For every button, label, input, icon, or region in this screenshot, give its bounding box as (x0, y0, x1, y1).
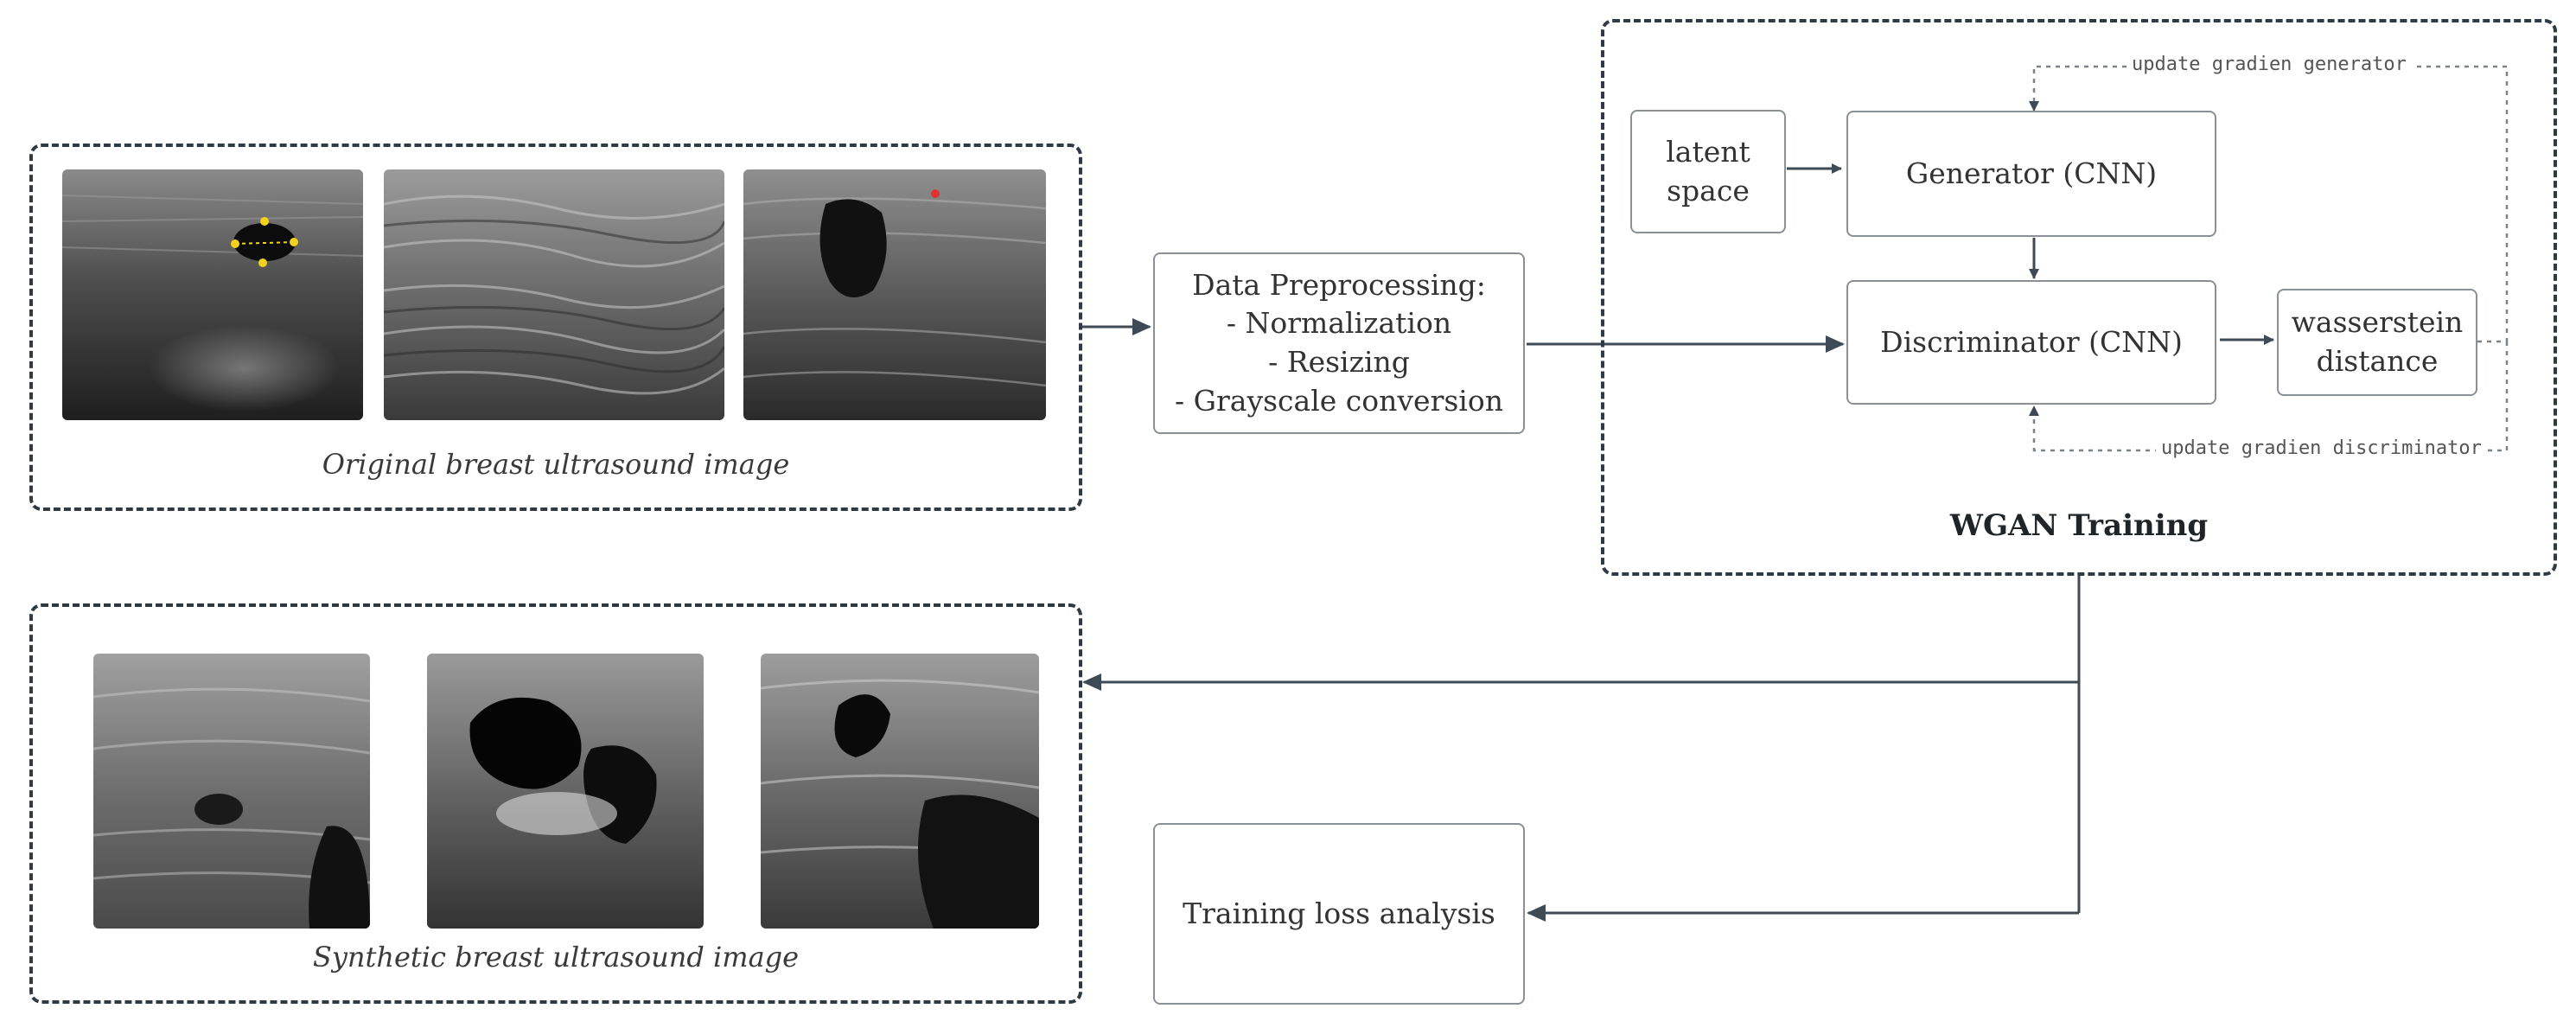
original-images-group (29, 144, 1082, 511)
arrow-feedback-generator (2029, 65, 2509, 343)
wgan-training-title: WGAN Training (1949, 508, 2209, 543)
generator-box: Generator (CNN) (1846, 111, 2216, 237)
ultrasound-synthetic-1 (93, 654, 370, 929)
wasserstein-distance-box: wasserstein distance (2277, 289, 2477, 396)
ultrasound-original-2 (384, 169, 724, 420)
latent-space-box: latent space (1630, 110, 1786, 233)
synthetic-images-caption: Synthetic breast ultrasound image (312, 941, 800, 973)
ultrasound-synthetic-3 (761, 654, 1039, 929)
discriminator-box: Discriminator (CNN) (1846, 280, 2216, 405)
data-preprocessing-box: Data Preprocessing: - Normalization - Re… (1153, 252, 1525, 434)
synthetic-images-group (29, 603, 1082, 1004)
feedback-generator-label: update gradien generator (2126, 54, 2412, 75)
ultrasound-synthetic-2 (427, 654, 704, 929)
wgan-training-group (1601, 19, 2557, 576)
original-images-caption: Original breast ultrasound image (322, 448, 790, 481)
training-loss-analysis-box: Training loss analysis (1153, 823, 1525, 1005)
feedback-discriminator-label: update gradien discriminator (2156, 437, 2487, 459)
ultrasound-original-3 (743, 169, 1046, 420)
ultrasound-original-1 (62, 169, 363, 420)
